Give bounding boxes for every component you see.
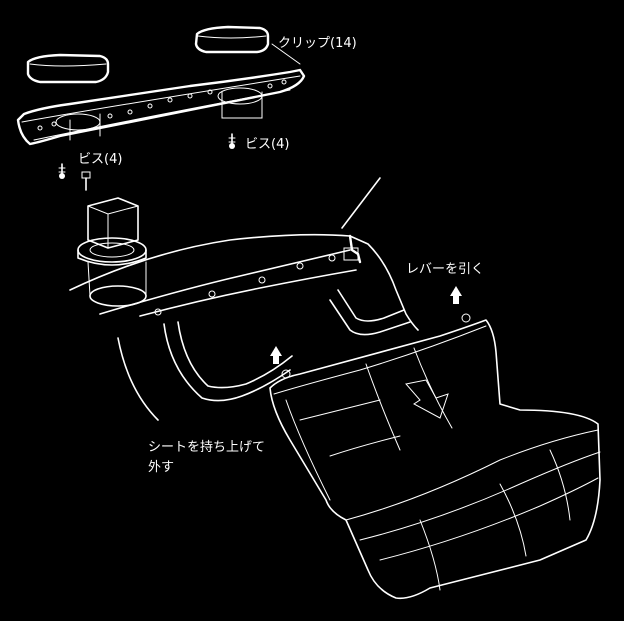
speaker-box <box>77 197 147 307</box>
rear-seat <box>269 313 601 600</box>
speaker-pad-right <box>194 25 270 54</box>
lift-arrow-1 <box>270 346 282 364</box>
clip-leader-line <box>271 43 301 65</box>
screw-left-label: ビス(4) <box>78 152 123 167</box>
clip-small <box>81 171 91 191</box>
remove-seat-label-line1: シートを持ち上げて <box>148 440 266 455</box>
speaker-pad-left <box>26 53 110 84</box>
clip-label: クリップ(14) <box>278 36 357 51</box>
screw-right <box>228 133 236 149</box>
rear-body-panel <box>69 233 419 421</box>
pull-lever-label: レバーを引く <box>406 262 485 277</box>
screw-left <box>58 163 66 179</box>
window-line <box>341 177 381 229</box>
parcel-tray <box>16 68 306 146</box>
lift-arrow-2 <box>450 286 462 304</box>
screw-right-label: ビス(4) <box>245 137 290 152</box>
remove-seat-label-line2: 外す <box>148 460 175 475</box>
